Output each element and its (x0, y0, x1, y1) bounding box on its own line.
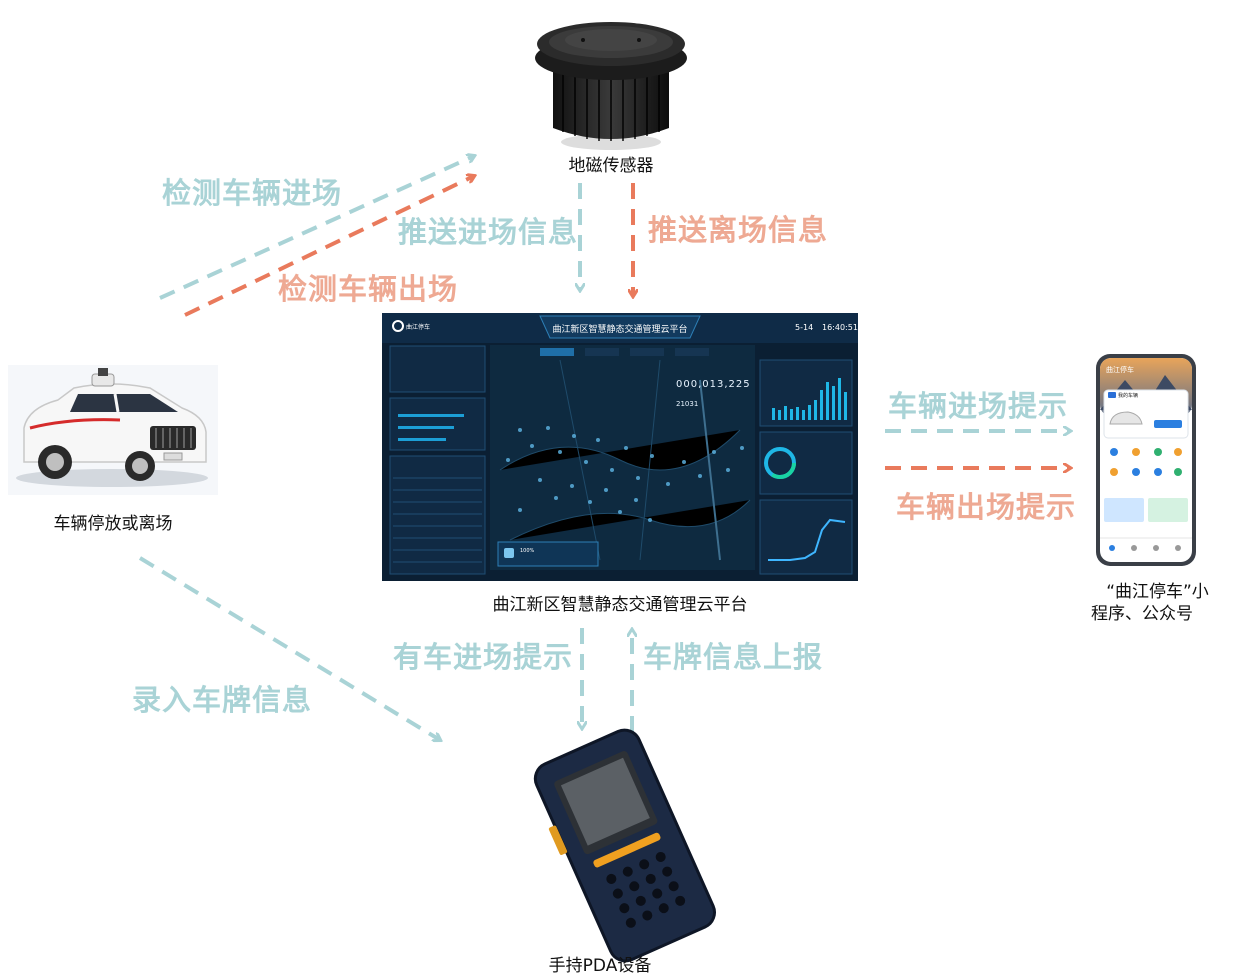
arrow-detect-out (184, 176, 474, 317)
dashboard-time: 16:40:51 (822, 323, 858, 332)
vehicle-label: 车辆停放或离场 (53, 514, 173, 534)
phone-brand: 曲江停车 (1106, 365, 1134, 374)
edge-label-push-out: 推送离场信息 (648, 213, 829, 247)
app-label-line2: 程序、公众号 (1091, 604, 1193, 624)
dashboard-date: 5-14 (795, 323, 813, 332)
phone-image (1096, 354, 1196, 566)
edge-label-notify-in: 车辆进场提示 (888, 389, 1069, 423)
vehicle-image (8, 365, 218, 495)
pda-label: 手持PDA设备 (548, 956, 652, 976)
sensor-image (535, 22, 687, 150)
edge-label-enter-plate: 录入车牌信息 (132, 683, 313, 717)
pda-image (533, 728, 716, 963)
dashboard-counter: 000,013,225 (676, 379, 751, 390)
platform-label: 曲江新区智慧静态交通管理云平台 (492, 595, 748, 615)
edge-label-pda-in: 有车进场提示 (393, 640, 574, 674)
edge-label-plate-report: 车牌信息上报 (643, 640, 824, 674)
sensor-label: 地磁传感器 (568, 156, 654, 176)
edge-label-push-in: 推送进场信息 (398, 215, 579, 249)
dashboard-title: 曲江新区智慧静态交通管理云平台 (552, 323, 687, 335)
phone-tab: 我的车辆 (1118, 392, 1138, 399)
app-label-line1: “曲江停车”小 (1106, 582, 1209, 602)
dashboard-logo: 曲江停车 (406, 323, 430, 331)
arrow-detect-in (159, 156, 474, 300)
arrow-enter-plate (138, 556, 440, 740)
dashboard-percent: 100% (520, 548, 535, 554)
dashboard-stat: 21031 (676, 400, 698, 408)
platform-dashboard (382, 313, 858, 581)
edge-label-detect-in: 检测车辆进场 (162, 176, 343, 210)
edge-label-detect-out: 检测车辆出场 (278, 272, 459, 306)
edge-label-notify-out: 车辆出场提示 (896, 490, 1077, 524)
